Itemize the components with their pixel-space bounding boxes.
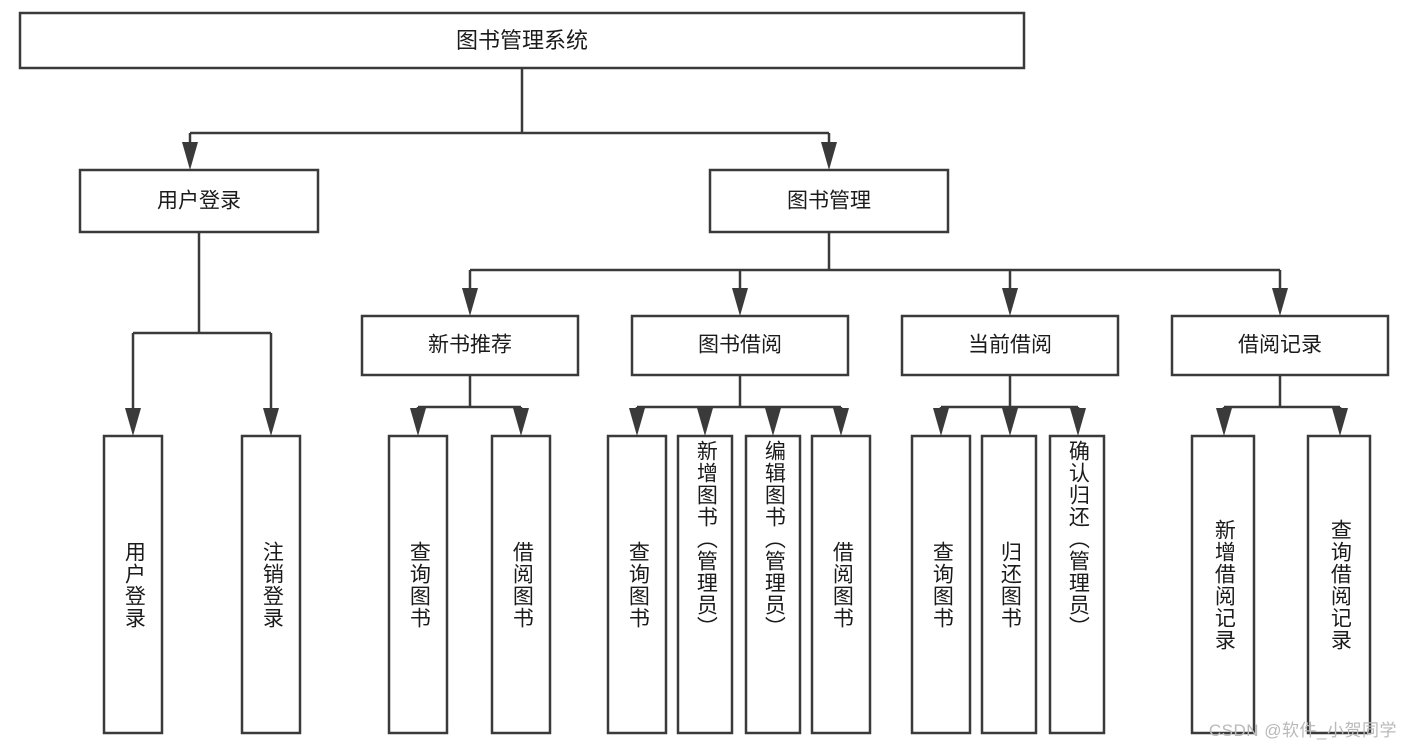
arrowhead-borrow-leaf-2 [697, 408, 713, 436]
arrowhead-root-to-bookmgmt [821, 142, 837, 170]
arrowhead-borrow-leaf-4 [833, 408, 849, 436]
leaf-box-query-borrow-record[interactable] [1306, 434, 1372, 735]
leaf-box-borrow-book-1[interactable] [490, 434, 552, 735]
arrowhead-bookmgmt-child-4 [1272, 288, 1288, 316]
node-root-label: 图书管理系统 [456, 28, 588, 53]
leaf-box-edit-book-admin[interactable] [744, 434, 802, 735]
node-book-borrow-label: 图书借阅 [698, 334, 782, 357]
leaf-box-return-book[interactable] [980, 434, 1038, 735]
arrowhead-current-leaf-2 [1002, 408, 1018, 436]
node-new-book-recommend[interactable]: 新书推荐 [360, 314, 580, 377]
arrowhead-borrow-leaf-3 [765, 408, 781, 436]
arrowhead-login-leaf-2 [263, 408, 279, 436]
node-borrow-records[interactable]: 借阅记录 [1170, 314, 1390, 377]
node-root[interactable]: 图书管理系统 [18, 11, 1026, 70]
arrowhead-newbooks-leaf-2 [513, 408, 529, 436]
node-user-login[interactable]: 用户登录 [78, 168, 320, 234]
leaf-box-confirm-return-admin[interactable] [1048, 434, 1106, 735]
node-book-borrow[interactable]: 图书借阅 [630, 314, 850, 377]
node-book-management[interactable]: 图书管理 [708, 168, 950, 234]
arrowhead-records-leaf-2 [1332, 408, 1348, 436]
connector-group-records [1216, 375, 1348, 436]
node-root-box[interactable] [18, 11, 1026, 70]
node-book-management-label: 图书管理 [787, 190, 871, 213]
arrowhead-current-leaf-1 [933, 408, 949, 436]
node-user-login-label: 用户登录 [157, 190, 241, 213]
arrowhead-records-leaf-1 [1216, 408, 1232, 436]
leaf-box-borrow-book-2[interactable] [810, 434, 872, 735]
node-current-borrow-label: 当前借阅 [968, 334, 1052, 357]
node-book-management-box[interactable] [708, 168, 950, 234]
leaf-box-add-borrow-record[interactable] [1190, 434, 1256, 735]
arrowhead-bookmgmt-child-3 [1002, 288, 1018, 316]
arrowhead-bookmgmt-child-1 [462, 288, 478, 316]
node-user-login-box[interactable] [78, 168, 320, 234]
arrowhead-current-leaf-3 [1070, 408, 1086, 436]
node-new-book-recommend-box[interactable] [360, 314, 580, 377]
node-new-book-recommend-label: 新书推荐 [428, 334, 512, 357]
leaf-box-logout[interactable] [240, 434, 302, 735]
arrowhead-bookmgmt-child-2 [732, 288, 748, 316]
leaf-box-query-book-3[interactable] [910, 434, 972, 735]
connector-group-root [182, 68, 837, 170]
node-book-borrow-box[interactable] [630, 314, 850, 377]
connector-group-newbooks [410, 375, 529, 436]
connector-group-borrow [629, 375, 849, 436]
node-borrow-records-box[interactable] [1170, 314, 1390, 377]
connector-group-login [125, 232, 279, 436]
arrowhead-login-leaf-1 [125, 408, 141, 436]
node-borrow-records-label: 借阅记录 [1238, 334, 1322, 357]
leaf-box-query-book-2[interactable] [606, 434, 668, 735]
arrowhead-newbooks-leaf-1 [410, 408, 426, 436]
arrowhead-root-to-login [182, 142, 198, 170]
connector-group-bookmgmt [462, 232, 1288, 316]
leaf-box-user-login[interactable] [102, 434, 164, 735]
arrowhead-borrow-leaf-1 [629, 408, 645, 436]
node-current-borrow-box[interactable] [900, 314, 1120, 377]
leaf-box-add-book-admin[interactable] [676, 434, 734, 735]
node-current-borrow[interactable]: 当前借阅 [900, 314, 1120, 377]
connector-group-current [933, 375, 1086, 436]
leaf-box-query-book-1[interactable] [387, 434, 449, 735]
csdn-watermark: CSDN @软件_小贺同学 [1208, 721, 1397, 740]
